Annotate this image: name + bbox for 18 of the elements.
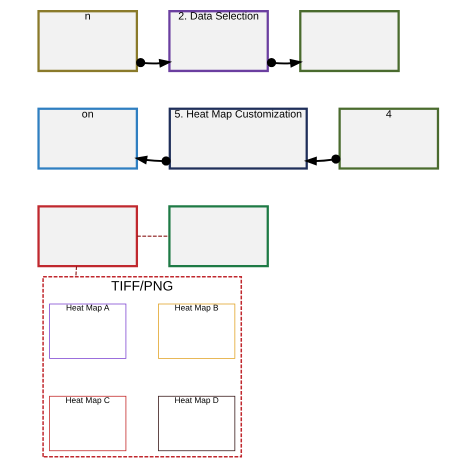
node-box: 5. Heat Map Customization	[168, 108, 308, 170]
node-box: Heat Map C	[48, 396, 126, 452]
arrow	[266, 58, 302, 68]
node-box: Heat Map A	[48, 304, 126, 359]
node-box: n	[36, 10, 138, 72]
connector	[136, 236, 169, 237]
arrow	[136, 58, 172, 68]
node-box: 2. Data Selection	[168, 10, 268, 72]
connector	[74, 266, 77, 277]
node-box: Heat Map B	[158, 304, 235, 359]
node-box	[36, 205, 138, 268]
node-box: on	[36, 108, 138, 170]
arrow	[303, 154, 340, 166]
arrow	[134, 156, 170, 166]
node-box	[168, 205, 268, 268]
node-box: Heat Map D	[158, 396, 235, 452]
node-box	[298, 10, 400, 72]
node-box: 4	[338, 108, 439, 170]
